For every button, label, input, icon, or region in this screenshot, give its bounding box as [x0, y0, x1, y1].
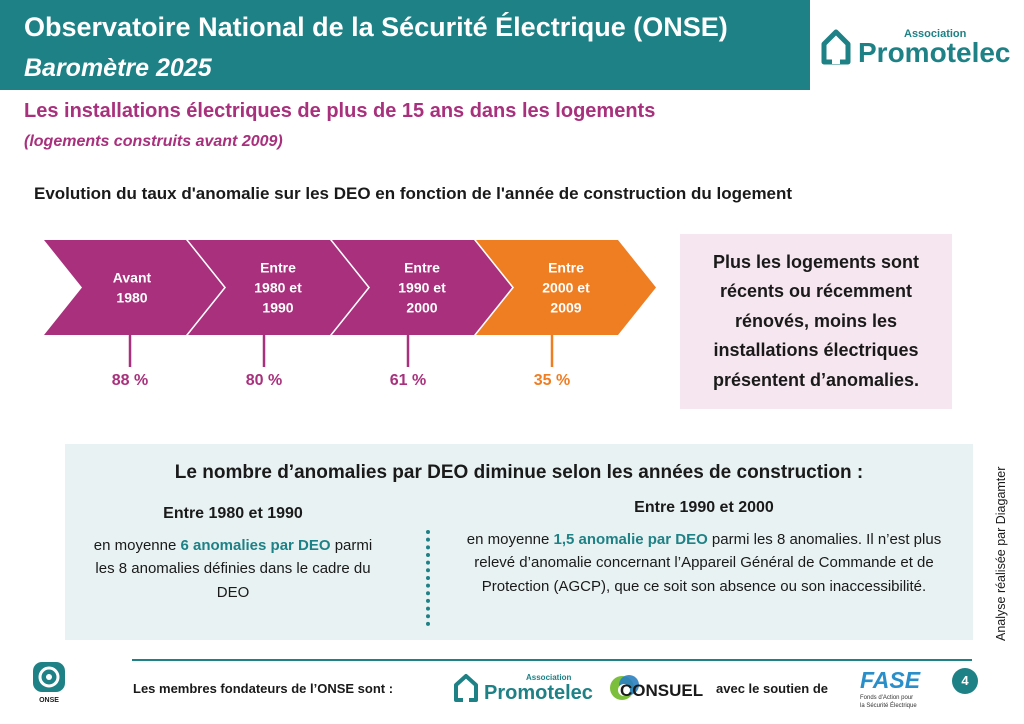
fase-logo: FASE Fonds d'Action pour la Sécurité Éle… [860, 667, 921, 709]
key-message-callout: Plus les logements sont récents ou récem… [680, 234, 952, 409]
fase-caption-1: Fonds d'Action pour [860, 695, 913, 701]
period-label: Avant [113, 270, 152, 286]
anomaly-rate-label: 61 % [390, 372, 426, 389]
left-heading: Entre 1980 et 1990 [163, 505, 303, 522]
period-label: Entre [404, 260, 440, 276]
logo-promotelec-text: Promotelec [858, 37, 1011, 68]
anomaly-rate-label: 80 % [246, 372, 282, 389]
period-chevron [44, 240, 224, 335]
section-subtitle: (logements construits avant 2009) [24, 133, 283, 150]
construction-period-chart: Avant 1980 88 % Entre 1980 et 1990 80 % Entre 19… [44, 240, 656, 389]
anomaly-rate-label: 35 % [534, 372, 570, 389]
summary-box: Le nombre d’anomalies par DEO diminue se… [65, 444, 973, 640]
period-label: Entre [548, 260, 584, 276]
period-label: 1980 et [254, 280, 302, 296]
header-banner: Observatoire National de la Sécurité Éle… [0, 0, 810, 90]
founding-members-label: Les membres fondateurs de l’ONSE sont : [133, 681, 394, 696]
onse-logo: ONSE [33, 662, 65, 704]
onse-logo-text: ONSE [39, 697, 59, 704]
anomaly-rate-label: 88 % [112, 372, 148, 389]
right-text-pre: en moyenne [466, 530, 554, 548]
analysis-credit: Analyse réalisée par Diagamter [994, 467, 1008, 641]
analysis-credit-text: Analyse réalisée par Diagamter [994, 467, 1008, 641]
period-chevron [476, 240, 656, 335]
footer-divider [132, 659, 972, 661]
callout-text: Plus les logements sont récents ou récem… [712, 251, 920, 390]
consuel-logo: CONSUEL [610, 675, 703, 700]
footer-logo-association: Association [526, 673, 571, 682]
fase-logo-text: FASE [860, 667, 921, 693]
period-label: 2000 [406, 300, 437, 316]
footer-logo-promotelec: Promotelec [484, 682, 593, 704]
page-title: Observatoire National de la Sécurité Éle… [24, 12, 728, 42]
period-label: 1990 et [398, 280, 446, 296]
footer-promotelec-logo: Association Promotelec [454, 673, 593, 704]
consuel-logo-text: CONSUEL [620, 681, 703, 700]
period-label: 1990 [262, 300, 293, 316]
page-number: 4 [952, 668, 978, 694]
period-label: Entre [260, 260, 296, 276]
period-chevron [332, 240, 512, 335]
right-text: en moyenne 1,5 anomalie par DEO parmi le… [463, 528, 945, 599]
page-subtitle: Baromètre 2025 [24, 54, 212, 82]
left-highlight: 6 anomalies par DEO [180, 536, 331, 554]
summary-right-column: Entre 1990 et 2000 en moyenne 1,5 anomal… [463, 496, 945, 598]
left-text-post: parmi les 8 anomalies définies dans le c… [95, 536, 373, 601]
left-text-pre: en moyenne [93, 536, 181, 554]
period-label: 1980 [116, 290, 147, 306]
period-chevron [188, 240, 368, 335]
promotelec-logo: Association Promotelec [821, 28, 1011, 68]
summary-left-column: Entre 1980 et 1990 en moyenne 6 anomalie… [85, 502, 381, 604]
fase-caption-2: la Sécurité Électrique [860, 702, 917, 709]
summary-title: Le nombre d’anomalies par DEO diminue se… [174, 462, 864, 483]
right-highlight: 1,5 anomalie par DEO [553, 530, 708, 548]
logo-association-text: Association [904, 28, 967, 40]
left-text: en moyenne 6 anomalies par DEO parmi les… [85, 534, 381, 605]
column-divider [426, 530, 430, 626]
period-label: 2000 et [542, 280, 590, 296]
period-label: 2009 [550, 300, 581, 316]
right-text-post: parmi les 8 anomalies. Il n’est plus rel… [474, 530, 942, 595]
chart-title: Evolution du taux d'anomalie sur les DEO… [34, 184, 793, 203]
support-label: avec le soutien de [716, 681, 828, 696]
right-heading: Entre 1990 et 2000 [634, 499, 774, 516]
section-title: Les installations électriques de plus de… [24, 100, 656, 122]
